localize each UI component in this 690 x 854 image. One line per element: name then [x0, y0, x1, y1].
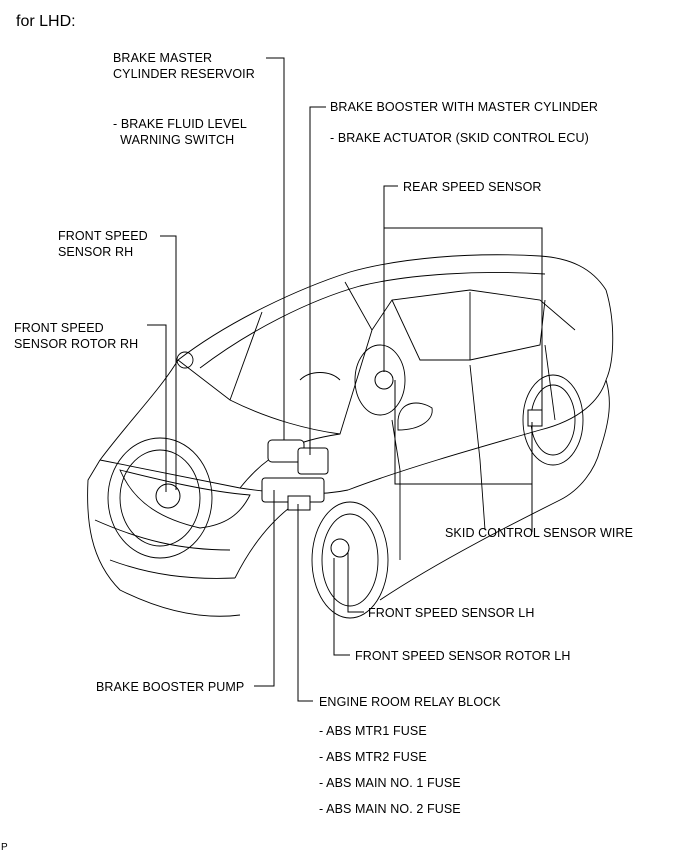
label-brake-booster-pump: BRAKE BOOSTER PUMP: [96, 680, 245, 694]
rear-lh-sensor-shape: [527, 409, 543, 427]
diagram-header: for LHD:: [16, 13, 76, 30]
label-brake-actuator: - BRAKE ACTUATOR (SKID CONTROL ECU): [330, 131, 589, 145]
label-rear-speed-sensor: REAR SPEED SENSOR: [403, 180, 542, 194]
rear-rh-sensor-shape: [374, 370, 394, 390]
booster-shape: [297, 447, 329, 475]
label-fuse-abs-mtr2: - ABS MTR2 FUSE: [319, 750, 427, 764]
label-brake-fluid-level-switch: - BRAKE FLUID LEVEL WARNING SWITCH: [113, 117, 247, 147]
label-brake-booster-master: BRAKE BOOSTER WITH MASTER CYLINDER: [330, 100, 599, 114]
label-front-speed-sensor-rotor-lh: FRONT SPEED SENSOR ROTOR LH: [355, 649, 571, 663]
label-fuse-abs-main-1: - ABS MAIN NO. 1 FUSE: [319, 776, 461, 790]
front-lh-sensor-shape: [330, 538, 350, 558]
label-fuse-abs-mtr1: - ABS MTR1 FUSE: [319, 724, 427, 738]
label-fuse-abs-main-2: - ABS MAIN NO. 2 FUSE: [319, 802, 461, 816]
label-front-speed-sensor-rh: FRONT SPEED SENSOR RH: [58, 229, 148, 259]
figure-code: P: [1, 842, 8, 853]
leader-lines: [147, 57, 543, 702]
label-engine-room-relay-block: ENGINE ROOM RELAY BLOCK: [319, 695, 501, 709]
label-front-speed-sensor-lh: FRONT SPEED SENSOR LH: [368, 606, 535, 620]
label-front-speed-sensor-rotor-rh: FRONT SPEED SENSOR ROTOR RH: [14, 321, 139, 351]
brake-components: [155, 370, 543, 558]
label-brake-master-reservoir: BRAKE MASTER CYLINDER RESERVOIR: [113, 51, 255, 81]
label-skid-control-sensor-wire: SKID CONTROL SENSOR WIRE: [445, 526, 634, 540]
front-rh-sensor-shape: [155, 483, 181, 509]
relay-block-shape: [287, 495, 311, 511]
